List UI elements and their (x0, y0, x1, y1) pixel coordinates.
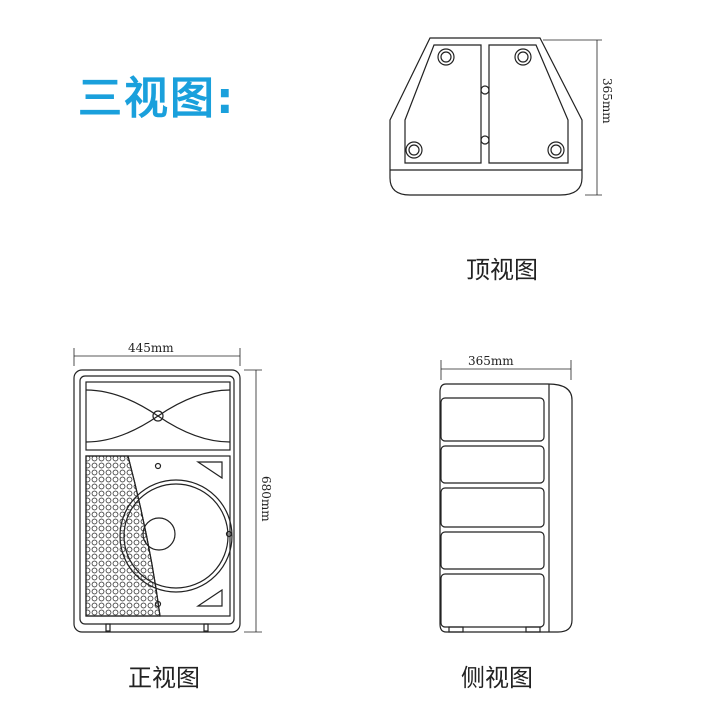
side-view-width-dimension: 365mm (468, 354, 514, 368)
side-view-drawing (439, 360, 573, 633)
front-view-width-dimension: 445mm (128, 341, 174, 355)
top-view-drawing (389, 37, 602, 196)
front-view-drawing (73, 348, 262, 633)
side-view-label: 侧视图 (461, 664, 533, 692)
top-view-label: 顶视图 (466, 256, 538, 284)
front-view-label: 正视图 (128, 664, 200, 692)
page-title: 三视图: (78, 73, 236, 124)
front-view-height-dimension: 680mm (259, 476, 273, 522)
top-view-depth-dimension: 365mm (600, 78, 614, 124)
